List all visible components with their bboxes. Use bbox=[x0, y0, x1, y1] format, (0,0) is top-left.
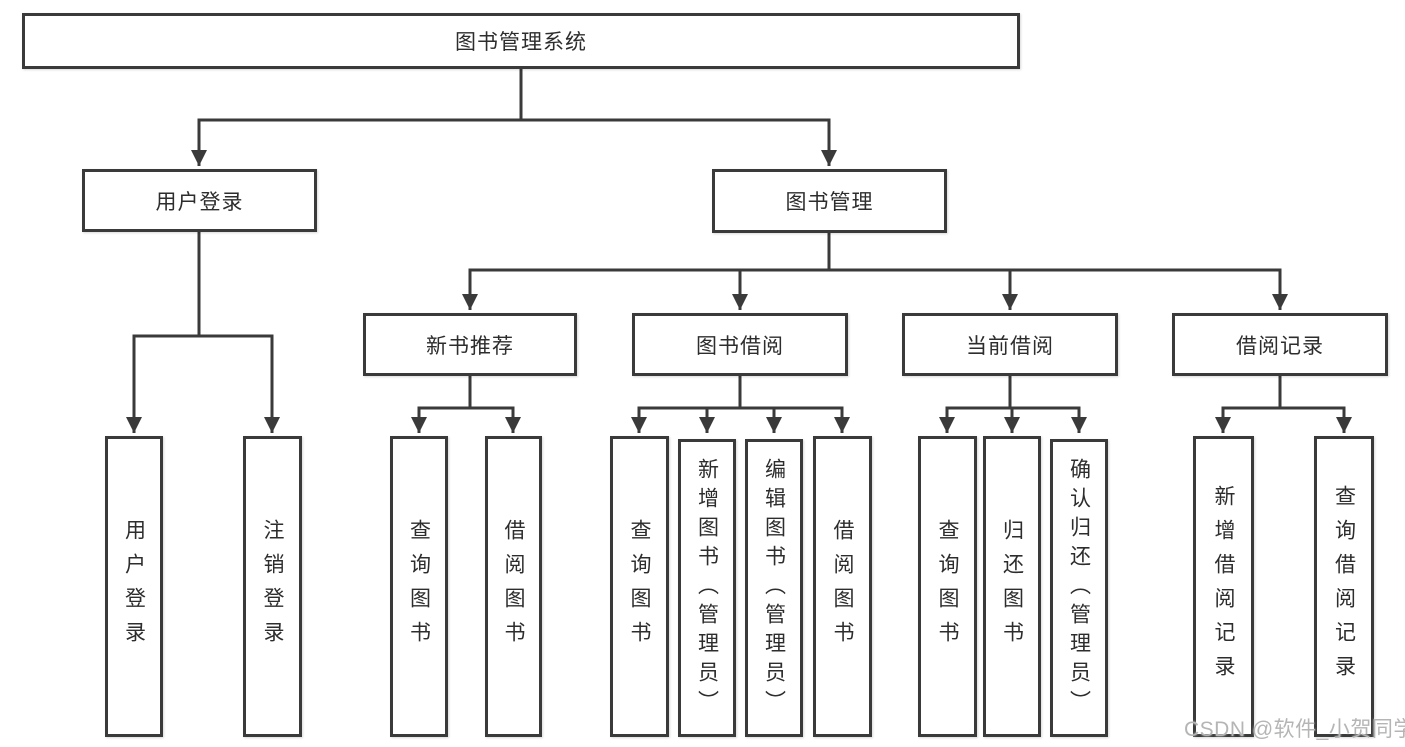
node-leaf-add-borrow-record: 新增借阅记录 bbox=[1193, 436, 1254, 737]
node-leaf-user-login: 用户登录 bbox=[105, 436, 163, 737]
node-leaf-query-borrow-record: 查询借阅记录 bbox=[1314, 436, 1374, 737]
node-borrow-records: 借阅记录 bbox=[1172, 313, 1388, 376]
node-root: 图书管理系统 bbox=[22, 13, 1020, 69]
node-new-book-recommend: 新书推荐 bbox=[363, 313, 577, 376]
node-user-login: 用户登录 bbox=[82, 169, 317, 232]
node-leaf-confirm-return-admin: 确认归还（管理员） bbox=[1050, 439, 1108, 737]
node-leaf-logout: 注销登录 bbox=[243, 436, 302, 737]
node-leaf-edit-books-admin: 编辑图书（管理员） bbox=[745, 439, 803, 737]
watermark: CSDN @软件_小贺同学 bbox=[1184, 718, 1405, 741]
node-leaf-borrow-books-1: 借阅图书 bbox=[485, 436, 542, 737]
node-leaf-query-books-2: 查询图书 bbox=[610, 436, 669, 737]
node-leaf-query-books-3: 查询图书 bbox=[918, 436, 977, 737]
node-leaf-return-books: 归还图书 bbox=[983, 436, 1041, 737]
node-book-borrow: 图书借阅 bbox=[632, 313, 848, 376]
node-leaf-borrow-books-2: 借阅图书 bbox=[813, 436, 872, 737]
node-current-borrow: 当前借阅 bbox=[902, 313, 1118, 376]
node-leaf-query-books-1: 查询图书 bbox=[390, 436, 448, 737]
node-leaf-add-books-admin: 新增图书（管理员） bbox=[678, 439, 736, 737]
node-book-management: 图书管理 bbox=[712, 169, 947, 233]
